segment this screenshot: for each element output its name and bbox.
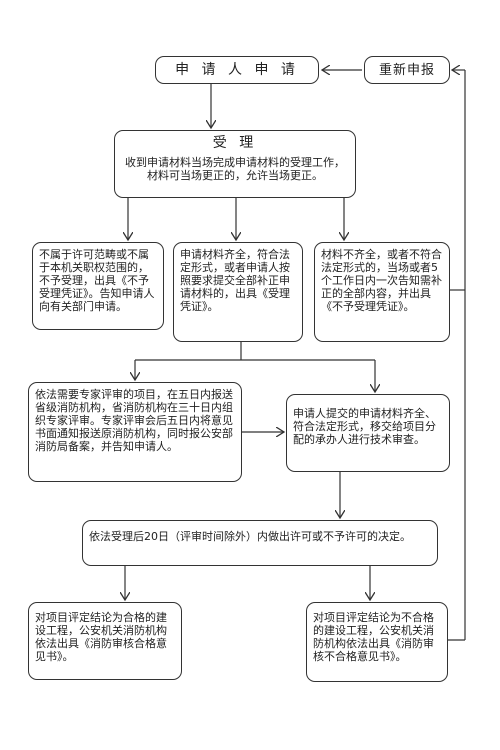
- applicant-node: 申 请 人 申 请: [155, 56, 319, 84]
- expert-node: 依法需要专家评审的项目，在五日内报送省级消防机构，省消防机构在三十日内组织专家评…: [28, 382, 242, 482]
- pass-node: 对项目评定结论为合格的建设工程，公安机关消防机构依法出具《消防审核合格意见书》。: [28, 602, 182, 680]
- expert-text: 依法需要专家评审的项目，在五日内报送省级消防机构，省消防机构在三十日内组织专家评…: [35, 388, 233, 453]
- accept-title: 受 理: [212, 135, 258, 151]
- incomplete-node: 材料不齐全，或者不符合法定形式的，当场或者5个工作日内一次告知需补正的全部内容，…: [314, 242, 450, 342]
- applicant-label: 申 请 人 申 请: [175, 61, 299, 78]
- fail-text: 对项目评定结论为不合格的建设工程，公安机关消防机构依法出具《消防审核不合格意见书…: [313, 611, 434, 663]
- incomplete-text: 材料不齐全，或者不符合法定形式的，当场或者5个工作日内一次告知需补正的全部内容，…: [321, 248, 442, 313]
- reject-text: 不属于许可范畴或不属于本机关职权范围的，不予受理，出具《不予受理凭证》。告知申请…: [39, 248, 155, 313]
- accept-node: 受 理 收到申请材料当场完成申请材料的受理工作，材料可当场更正的，允许当场更正。: [114, 130, 356, 198]
- transfer-node: 申请人提交的申请材料齐全、符合法定形式，移交给项目分配的承办人进行技术审查。: [286, 394, 450, 472]
- transfer-text: 申请人提交的申请材料齐全、符合法定形式，移交给项目分配的承办人进行技术审查。: [293, 407, 436, 446]
- resubmit-label: 重新申报: [378, 62, 435, 78]
- decision-text: 依法受理后20日（评审时间除外）内做出许可或不予许可的决定。: [89, 530, 411, 543]
- resubmit-node: 重新申报: [364, 56, 450, 84]
- pass-text: 对项目评定结论为合格的建设工程，公安机关消防机构依法出具《消防审核合格意见书》。: [35, 611, 167, 663]
- decision-node: 依法受理后20日（评审时间除外）内做出许可或不予许可的决定。: [82, 520, 438, 566]
- reject-node: 不属于许可范畴或不属于本机关职权范围的，不予受理，出具《不予受理凭证》。告知申请…: [32, 242, 164, 330]
- fail-node: 对项目评定结论为不合格的建设工程，公安机关消防机构依法出具《消防审核不合格意见书…: [306, 602, 448, 682]
- accept-body: 收到申请材料当场完成申请材料的受理工作，材料可当场更正的，允许当场更正。: [125, 156, 345, 182]
- complete-node: 申请材料齐全，符合法定形式，或者申请人按照要求提交全部补正申请材料的，出具《受理…: [173, 242, 303, 342]
- complete-text: 申请材料齐全，符合法定形式，或者申请人按照要求提交全部补正申请材料的，出具《受理…: [180, 248, 290, 313]
